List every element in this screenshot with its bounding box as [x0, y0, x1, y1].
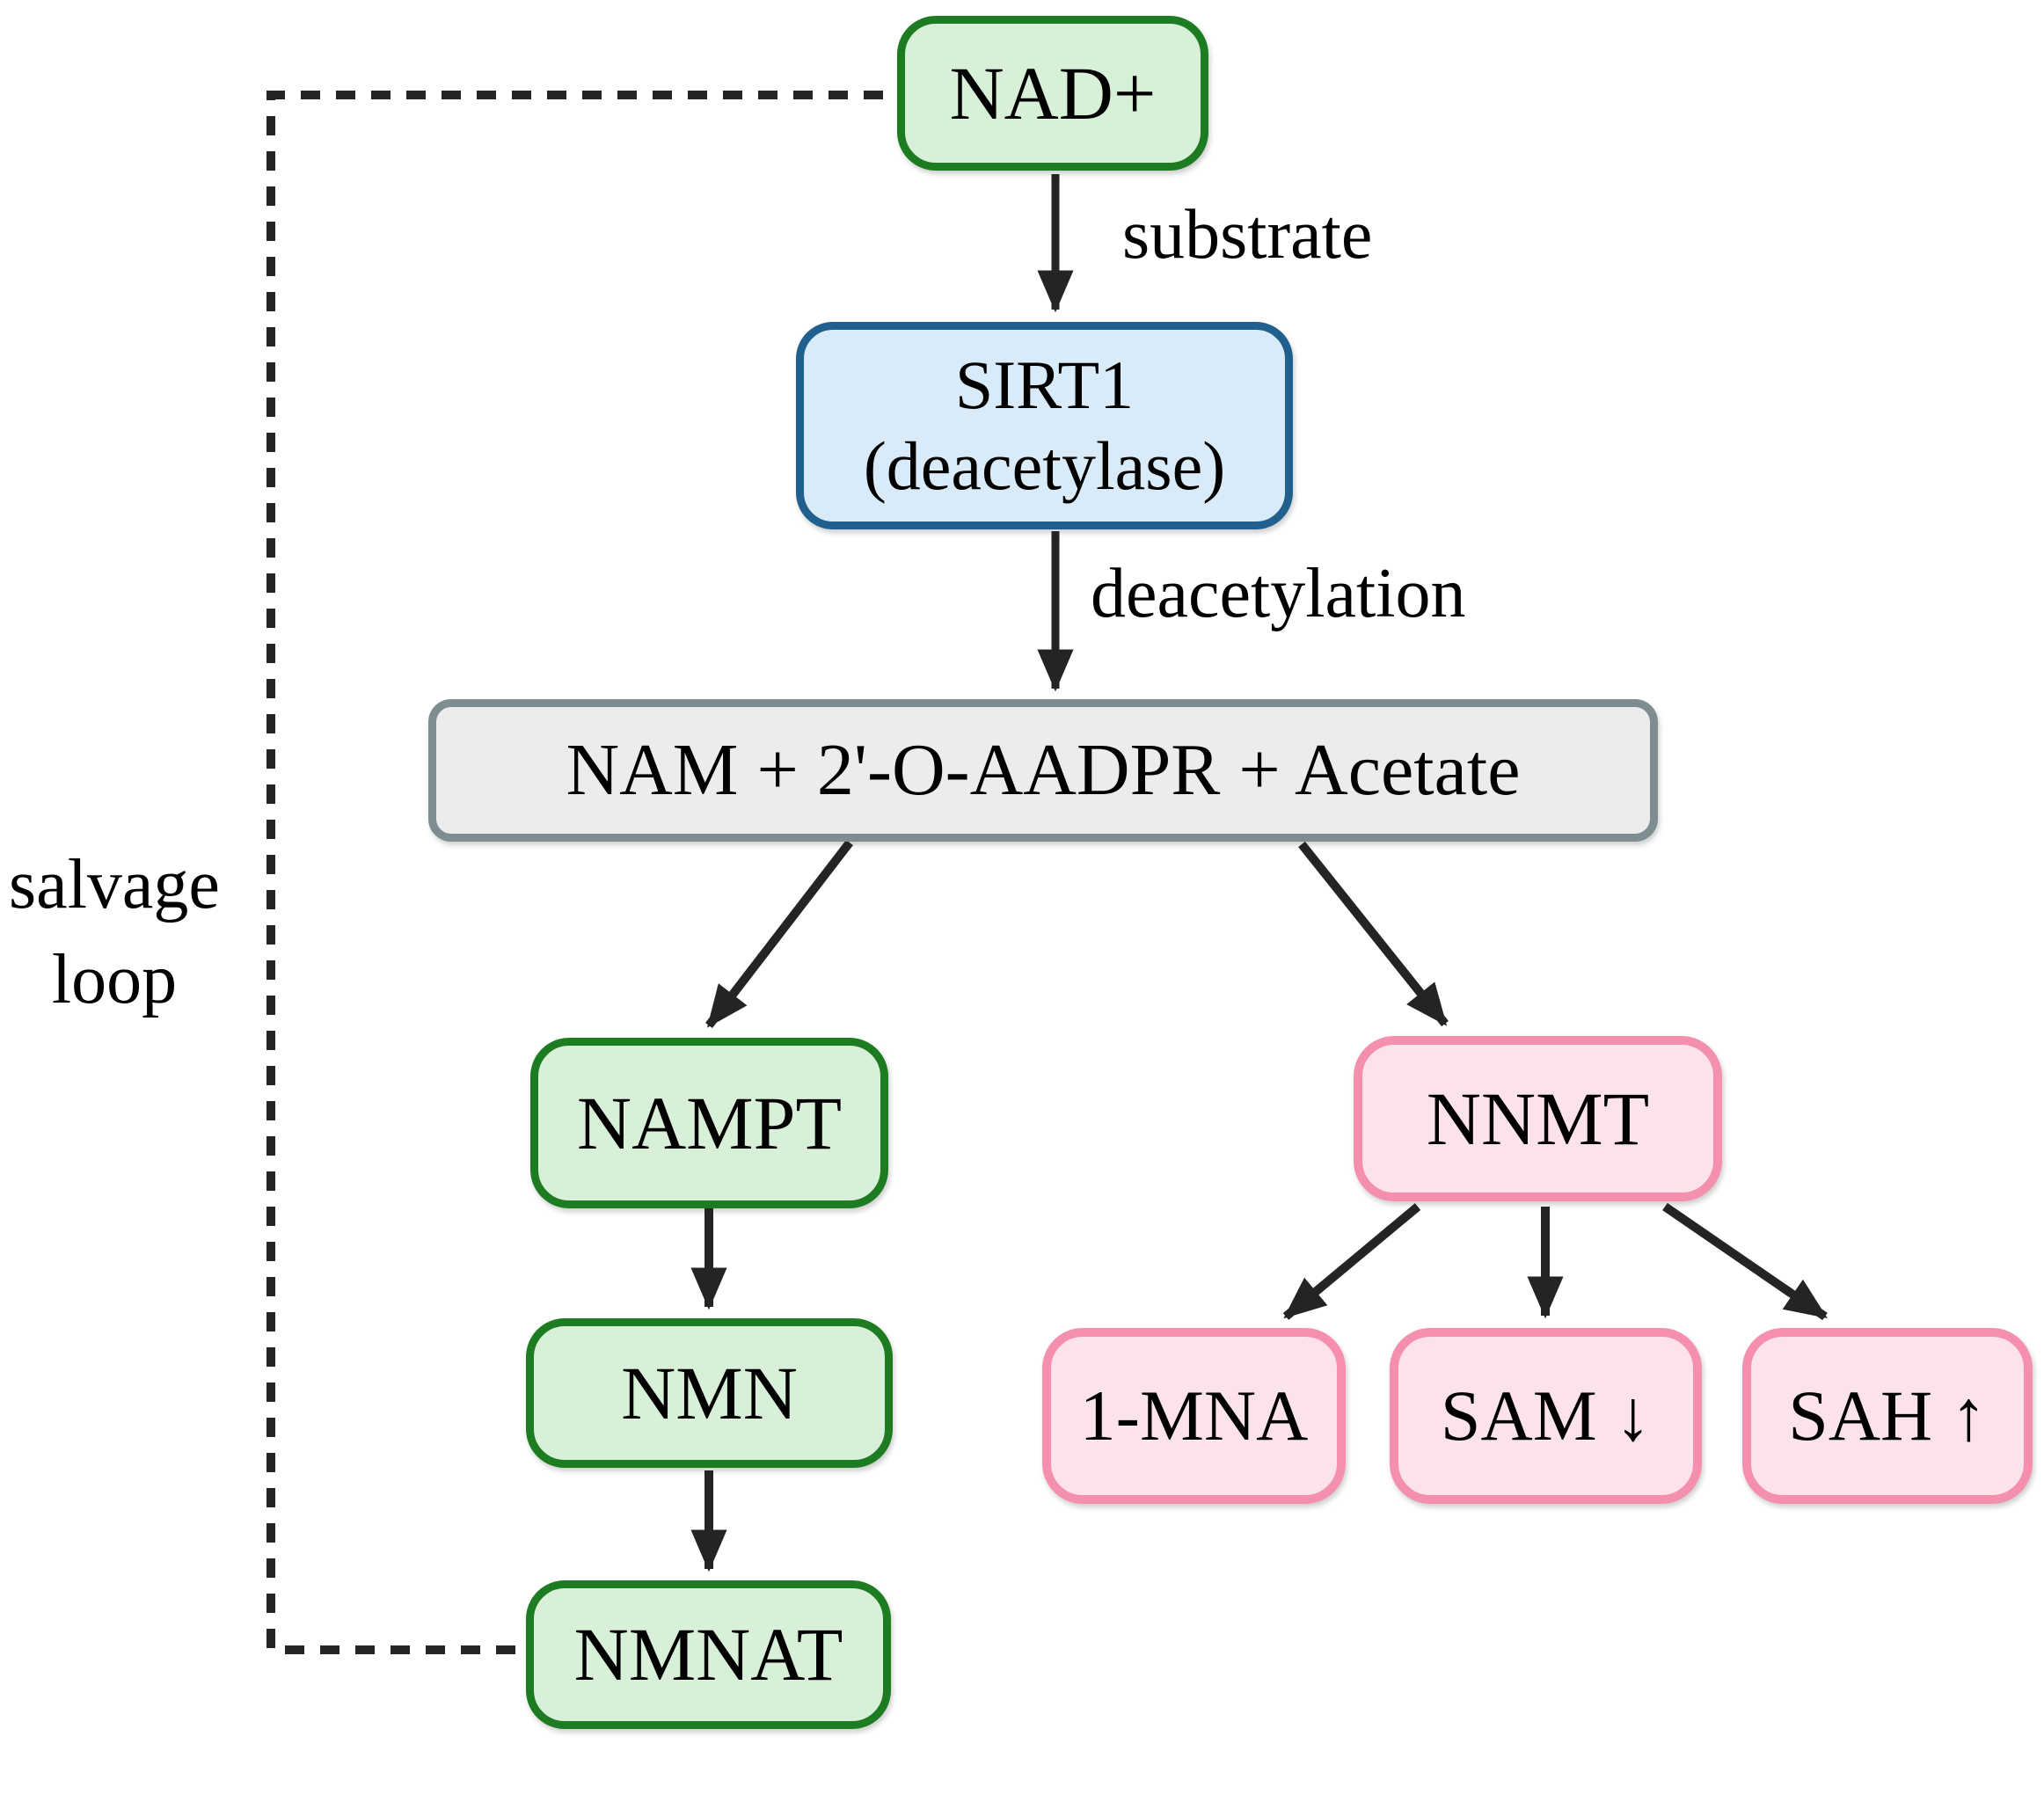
salvage-loop-line2: loop	[51, 941, 178, 1018]
node-nnmt: NNMT	[1354, 1036, 1722, 1201]
node-sam-label: SAM ↓	[1440, 1375, 1652, 1455]
node-sah: SAH ↑	[1742, 1328, 2033, 1504]
node-nad-label: NAD+	[949, 50, 1157, 135]
edge-label-salvage-loop: salvage loop	[4, 837, 224, 1027]
node-sam: SAM ↓	[1390, 1328, 1702, 1504]
node-1-mna: 1-MNA	[1042, 1328, 1346, 1504]
arrow-nnmt-to-sah	[1662, 1202, 1828, 1321]
node-nad: NAD+	[897, 16, 1208, 171]
node-products: NAM + 2'-O-AADPR + Acetate	[428, 699, 1658, 842]
salvage-loop-line1: salvage	[9, 846, 220, 923]
node-sah-label: SAH ↑	[1788, 1375, 1987, 1455]
arrow-products-to-nampt	[705, 839, 853, 1029]
edge-label-substrate: substrate	[1122, 196, 1373, 274]
salvage-loop-dashed-path	[266, 91, 883, 1654]
node-nnmt-label: NNMT	[1426, 1076, 1650, 1161]
node-sirt1-label-line2: (deacetylase)	[863, 427, 1226, 504]
node-nampt: NAMPT	[530, 1038, 888, 1208]
arrow-products-to-nnmt	[1298, 841, 1449, 1027]
node-nampt-label: NAMPT	[576, 1080, 843, 1165]
edge-label-deacetylation: deacetylation	[1091, 555, 1466, 632]
node-products-label: NAM + 2'-O-AADPR + Acetate	[566, 728, 1521, 811]
arrow-nnmt-to-mna	[1282, 1203, 1421, 1320]
node-nmnat-label: NMNAT	[573, 1612, 843, 1697]
node-sirt1: SIRT1 (deacetylase)	[796, 322, 1293, 529]
node-1-mna-label: 1-MNA	[1079, 1375, 1309, 1455]
node-sirt1-label-line1: SIRT1	[954, 346, 1135, 423]
node-nmn: NMN	[526, 1318, 893, 1468]
node-nmnat: NMNAT	[526, 1580, 891, 1729]
node-nmn-label: NMN	[621, 1350, 798, 1435]
